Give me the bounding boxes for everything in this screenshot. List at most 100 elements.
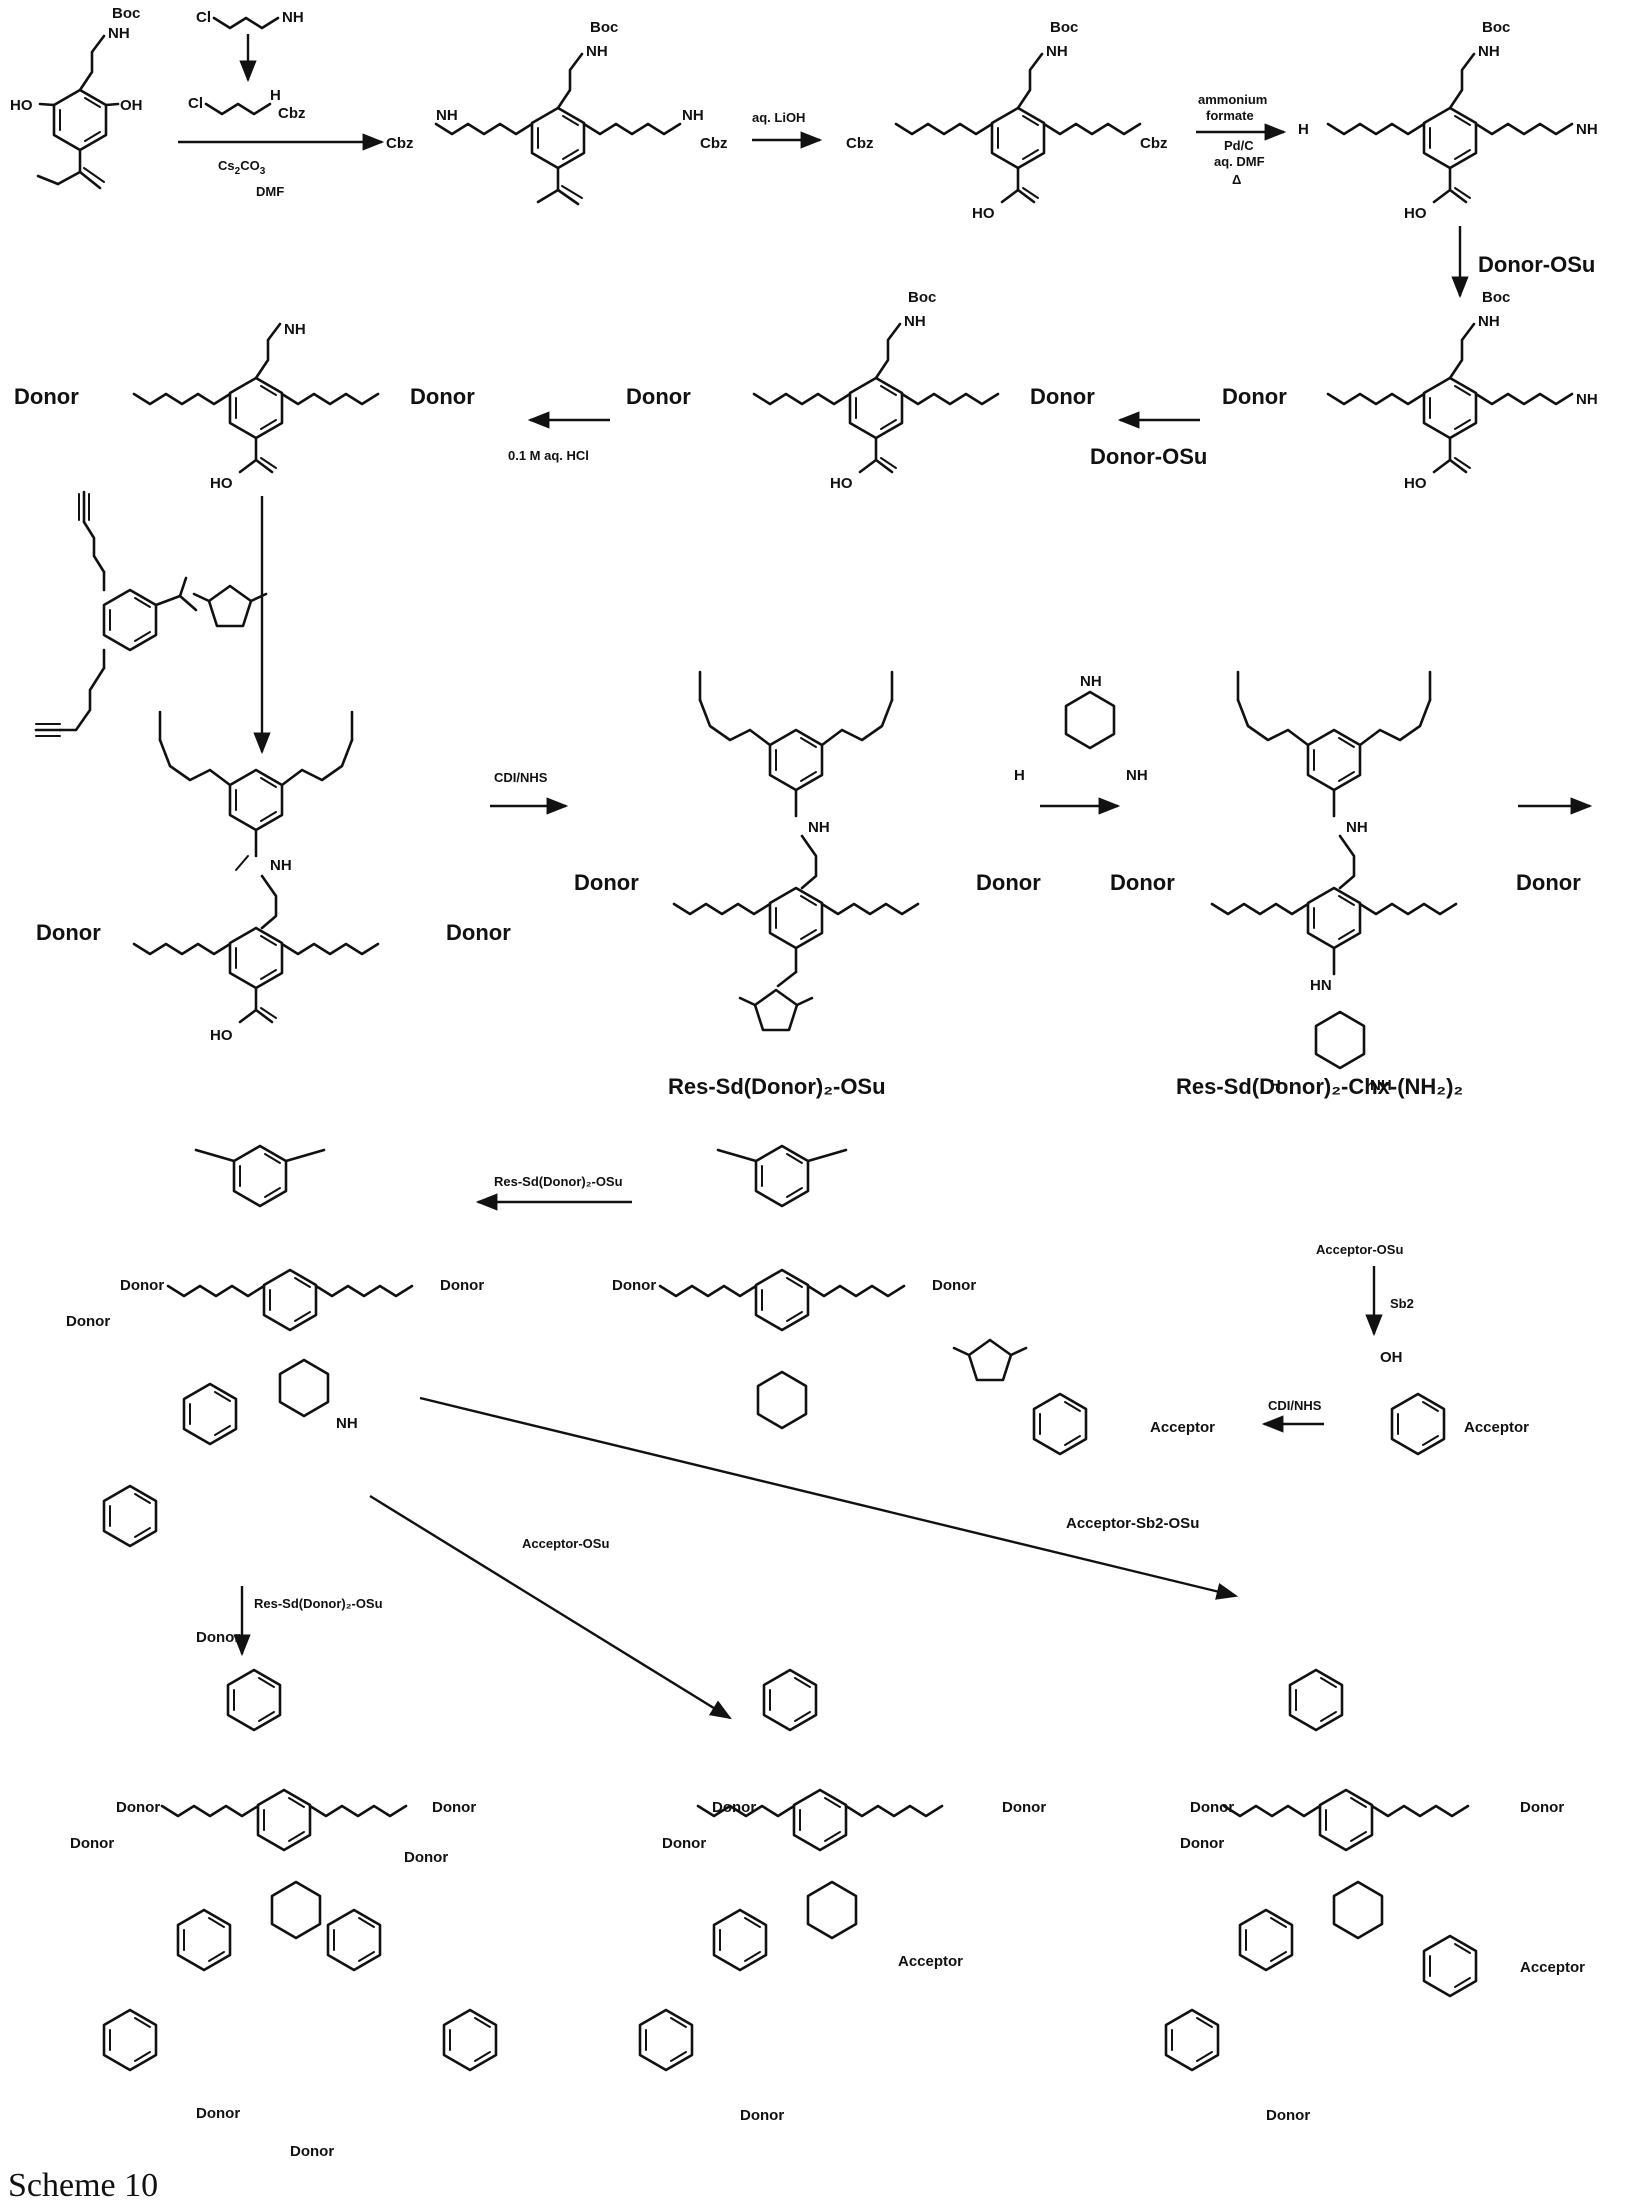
- svg-text:NH: NH: [436, 107, 458, 124]
- svg-text:NH: NH: [1478, 43, 1500, 60]
- svg-text:Donor: Donor: [712, 1799, 756, 1816]
- svg-text:Donor: Donor: [440, 1277, 484, 1294]
- svg-text:HO: HO: [210, 475, 233, 492]
- svg-text:Δ: Δ: [1232, 172, 1241, 187]
- reagent-sb2: Sb2: [1390, 1296, 1414, 1311]
- compound-bis-donor-boc: NH Boc Donor Donor HO: [626, 289, 1095, 492]
- svg-text:Boc: Boc: [1482, 19, 1510, 36]
- svg-text:Donor: Donor: [290, 2143, 334, 2160]
- scheme-caption: Scheme 10: [8, 2167, 158, 2204]
- compound-acceptor-acid: Acceptor OH: [1380, 1349, 1529, 1454]
- svg-text:NH: NH: [1346, 819, 1368, 836]
- svg-text:Donor: Donor: [662, 1835, 706, 1852]
- svg-text:ammonium: ammonium: [1198, 92, 1267, 107]
- compound-res-sd-chx: NH Donor Donor HN H NH: [1110, 672, 1581, 1094]
- compound-bis-cbz-ester: NH Boc Cbz NH NH Cbz: [386, 19, 728, 204]
- svg-text:HO: HO: [1404, 205, 1427, 222]
- svg-text:Acceptor: Acceptor: [1520, 1959, 1585, 1976]
- svg-text:Donor: Donor: [120, 1277, 164, 1294]
- svg-text:Donor: Donor: [1110, 870, 1175, 895]
- svg-text:Boc: Boc: [590, 19, 618, 36]
- svg-text:Donor: Donor: [976, 870, 1041, 895]
- svg-text:NH: NH: [1126, 767, 1148, 784]
- svg-text:NH: NH: [1576, 121, 1598, 138]
- svg-text:Acceptor: Acceptor: [898, 1953, 963, 1970]
- svg-text:Donor: Donor: [70, 1835, 114, 1852]
- compound-acceptor-sb2-osu: Acceptor: [954, 1340, 1215, 1454]
- svg-text:NH: NH: [270, 857, 292, 874]
- reagent-acceptor-osu: Acceptor-OSu: [1316, 1242, 1403, 1257]
- svg-text:Donor: Donor: [1190, 1799, 1234, 1816]
- step5-conditions: Donor-OSu: [1090, 420, 1207, 469]
- svg-text:H: H: [1014, 767, 1025, 784]
- reagent-amine-top: NH: [282, 9, 304, 26]
- solvent-dmf: DMF: [256, 184, 284, 199]
- svg-text:NH: NH: [1478, 313, 1500, 330]
- reagent-donor-osu-2: Donor-OSu: [1090, 444, 1207, 469]
- label-res-sd-chx: Res-Sd(Donor)₂-Chx-(NH₂)₂: [1176, 1074, 1463, 1099]
- svg-text:Boc: Boc: [1050, 19, 1078, 36]
- compound-final-right: Donor Donor Donor Acceptor Donor: [1166, 1670, 1585, 2124]
- svg-text:Donor: Donor: [1222, 384, 1287, 409]
- label-h: H: [270, 87, 281, 104]
- svg-text:Boc: Boc: [908, 289, 936, 306]
- reagent-cdi-nhs: CDI/NHS: [494, 770, 548, 785]
- reagent-resorcinol-nhs: [36, 492, 266, 736]
- svg-text:Donor: Donor: [1030, 384, 1095, 409]
- svg-text:Donor: Donor: [36, 920, 101, 945]
- compound-res-sd-osu: NH Donor Donor: [574, 672, 1041, 1030]
- step8-triamine: NH H NH: [1014, 673, 1148, 806]
- step12-conditions: CDI/NHS: [1264, 1398, 1324, 1424]
- svg-text:NH: NH: [586, 43, 608, 60]
- svg-text:NH: NH: [336, 1415, 358, 1432]
- step9-conditions: Res-Sd(Donor)₂-OSu: [478, 1174, 632, 1202]
- svg-text:Donor: Donor: [1266, 2107, 1310, 2124]
- svg-text:Donor: Donor: [446, 920, 511, 945]
- label-oh: OH: [120, 97, 143, 114]
- svg-text:Cbz: Cbz: [846, 135, 874, 152]
- label-res-sd-osu: Res-Sd(Donor)₂-OSu: [668, 1074, 886, 1099]
- svg-text:Donor: Donor: [196, 2105, 240, 2122]
- svg-text:Donor: Donor: [196, 1629, 240, 1646]
- svg-text:Donor: Donor: [14, 384, 79, 409]
- step11-conditions: Acceptor-OSu Sb2: [1316, 1242, 1414, 1334]
- svg-text:HN: HN: [1310, 977, 1332, 994]
- reagent-lioh: aq. LiOH: [752, 110, 805, 125]
- compound-bis-cbz-acid: NH Boc Cbz Cbz HO: [846, 19, 1168, 222]
- svg-text:Cbz: Cbz: [700, 135, 728, 152]
- compound-dendron-acid: NH Donor Donor HO: [36, 712, 511, 1044]
- step2-conditions: aq. LiOH: [752, 110, 820, 140]
- reagent-chloride: Cl: [188, 95, 203, 112]
- step7-conditions: CDI/NHS: [490, 770, 566, 806]
- svg-text:Donor: Donor: [1180, 1835, 1224, 1852]
- compound-g2-amine: Donor Donor NH Donor Donor: [66, 1146, 484, 1646]
- svg-text:H: H: [1298, 121, 1309, 138]
- step1-conditions: Cl NH Cl H Cbz Cs2CO3 DMF: [178, 9, 382, 199]
- arrow-to-bottom-middle: [370, 1496, 730, 1718]
- svg-text:Cs2CO3: Cs2CO3: [218, 158, 266, 177]
- svg-text:NH: NH: [284, 321, 306, 338]
- reagent-acceptor-osu-2: Acceptor-OSu: [522, 1536, 609, 1551]
- step3-conditions: ammonium formate Pd/C aq. DMF Δ: [1196, 92, 1284, 187]
- compound-diamine: NH Boc H NH HO: [1298, 19, 1598, 222]
- compound-final-middle: Donor Donor Donor Acceptor Donor: [640, 1670, 1046, 2124]
- svg-text:Acceptor: Acceptor: [1150, 1419, 1215, 1436]
- arrow-to-bottom-right: [420, 1398, 1236, 1596]
- svg-text:Donor: Donor: [1002, 1799, 1046, 1816]
- svg-text:Donor: Donor: [612, 1277, 656, 1294]
- svg-text:Boc: Boc: [1482, 289, 1510, 306]
- svg-text:Donor: Donor: [574, 870, 639, 895]
- svg-text:Donor: Donor: [410, 384, 475, 409]
- reagent-res-sd-osu: Res-Sd(Donor)₂-OSu: [494, 1174, 623, 1189]
- svg-text:Cbz: Cbz: [386, 135, 414, 152]
- label-boc: Boc: [112, 5, 140, 22]
- label-ho: HO: [10, 97, 33, 114]
- svg-text:NH: NH: [1576, 391, 1598, 408]
- svg-text:Donor: Donor: [1516, 870, 1581, 895]
- reagent-res-sd-osu-2: Res-Sd(Donor)₂-OSu: [254, 1596, 383, 1611]
- svg-text:HO: HO: [830, 475, 853, 492]
- svg-text:NH: NH: [1046, 43, 1068, 60]
- svg-text:aq. DMF: aq. DMF: [1214, 154, 1265, 169]
- svg-text:NH: NH: [808, 819, 830, 836]
